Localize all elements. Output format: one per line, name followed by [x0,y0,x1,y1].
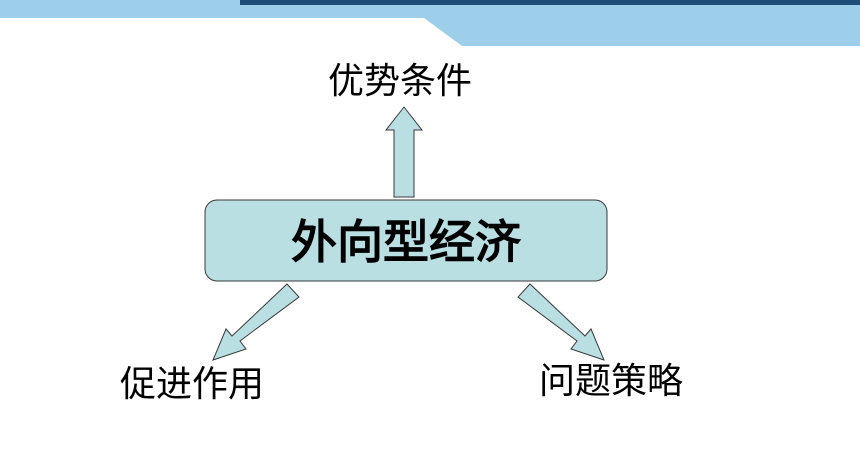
header-dark-stripe [240,0,860,5]
header-light-band [0,0,860,46]
header-banner [0,0,860,46]
center-node-box [204,199,608,282]
arrow-up [384,106,424,198]
top-node-label: 优势条件 [328,61,472,102]
bottom-left-node-label: 促进作用 [120,364,264,405]
center-node-label: 外向型经济 [291,215,522,269]
arrow-down-right [517,283,605,361]
bottom-right-node-label: 问题策略 [539,361,683,402]
arrow-down-left [212,283,300,361]
